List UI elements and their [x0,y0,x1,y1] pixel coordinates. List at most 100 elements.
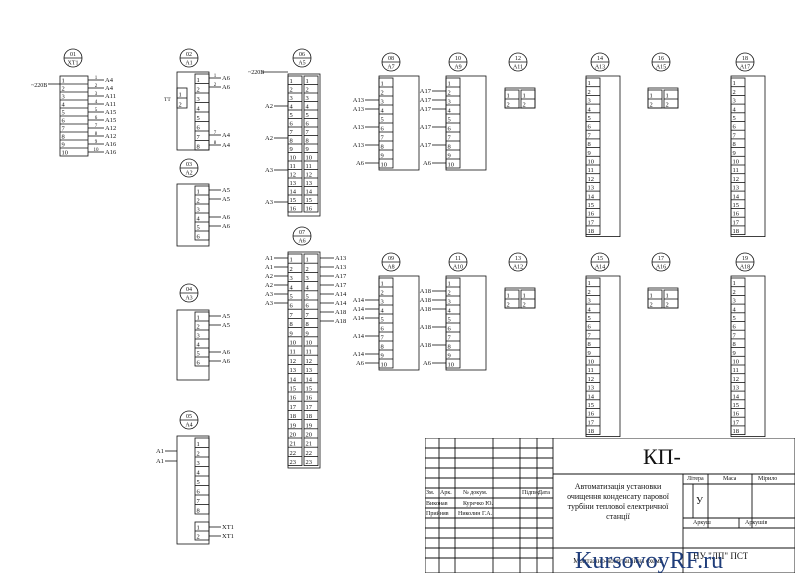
terminal-number: 7 [306,312,310,319]
terminal-number: 10 [588,159,595,166]
terminal-number: 6 [197,360,201,367]
panel-a13-number: 14 [597,56,603,62]
terminal-number: 16 [306,395,313,402]
terminal-number: 6 [306,121,310,128]
terminal-number: 3 [197,333,200,340]
terminal-number: 14 [588,393,595,400]
terminal-number: 9 [290,330,293,337]
wire-destination: XT1 [222,533,234,540]
wire-destination: A5 [222,196,230,203]
terminal-number: 4 [448,308,452,315]
panel-a18-number: 19 [742,256,748,262]
terminal-number: 8 [588,341,591,348]
wire-destination: A14 [353,297,365,304]
wire-destination: A18 [420,324,431,331]
terminal-number: 15 [290,386,297,393]
panel-a12-number: 13 [515,256,521,262]
wire-destination: A3 [265,300,273,307]
terminal-number: 4 [306,284,310,291]
terminal-number: 13 [733,385,740,392]
terminal-number: 15 [733,402,740,409]
wire-destination: A2 [265,273,273,280]
terminal-number: 23 [290,459,297,466]
terminal-number: 3 [733,98,736,105]
wire-number: 8 [95,132,98,137]
terminal-number: 1 [179,92,182,99]
terminal-number: 12 [588,376,595,383]
panel-a8-number: 09 [388,256,394,262]
terminal-number: 9 [733,150,736,157]
watermark-logo: KursovoyRF.ru [575,547,723,575]
terminal-number: 12 [733,176,740,183]
terminal-number: 10 [290,340,297,347]
terminal-number: 1 [448,81,451,88]
wire-destination: A4 [105,77,114,84]
terminal-number: 5 [588,315,591,322]
stamp-header-ark: Арк. [440,490,452,496]
terminal-number: 3 [197,96,200,103]
terminal-number: 4 [290,284,294,291]
terminal-number: 18 [733,228,740,235]
terminal-block-a6-right [303,253,319,467]
terminal-number: 4 [381,108,385,115]
stamp-title: Автоматизація установки очищення конденс… [567,482,669,521]
terminal-number: 3 [733,298,736,305]
wire-destination: A4 [105,85,114,92]
terminal-number: 4 [588,306,592,313]
stamp-header-masa: Маса [723,476,737,482]
terminal-number: 4 [197,470,201,477]
terminal-number: 2 [733,289,736,296]
terminal-number: 7 [733,332,737,339]
panel-a12-code: A12 [513,265,523,271]
stamp-sheet-name: Монтажно-комутаційна схема [573,557,663,565]
terminal-number: 10 [381,162,388,169]
terminal-number: 19 [306,422,313,429]
wire-destination: A18 [420,288,431,295]
terminal-number: 12 [733,376,740,383]
wire-destination: A17 [335,282,347,289]
terminal-number: 10 [448,162,455,169]
terminal-number: 5 [62,110,65,117]
wire-number: 7 [214,131,217,136]
terminal-number: 8 [381,144,384,151]
terminal-number: 13 [588,385,595,392]
terminal-number: 14 [733,193,740,200]
wire-number: 5 [95,108,98,113]
terminal-number: 7 [306,129,310,136]
terminal-number: 2 [197,534,200,541]
terminal-number: 2 [666,102,669,109]
wire-destination: A18 [335,309,346,316]
terminal-number: 14 [290,376,297,383]
wire-destination: A3 [265,199,273,206]
wire-destination: A6 [222,75,231,82]
terminal-number: 1 [290,257,293,264]
panel-a17-number: 18 [742,56,748,62]
terminal-number: 5 [197,115,200,122]
terminal-number: 7 [290,129,294,136]
stamp-header-arkush: Аркуш [693,520,711,526]
terminal-number: 3 [62,94,65,101]
wire-destination: A11 [105,93,116,100]
terminal-number: 5 [588,115,591,122]
terminal-number: 1 [523,293,526,300]
terminal-number: 17 [733,219,740,226]
terminal-number: 4 [381,308,385,315]
stamp-role-designer: Виконав [426,501,448,507]
panel-a2-code: A2 [185,171,192,177]
wire-destination: A18 [420,306,431,313]
terminal-number: 2 [197,87,200,94]
terminal-number: 2 [197,324,200,331]
terminal-number: 15 [588,402,595,409]
terminal-number: 11 [290,163,296,170]
terminal-number: 16 [733,211,740,218]
terminal-number: 13 [733,185,740,192]
stamp-header-litera: Літера [687,476,704,482]
terminal-number: 8 [588,141,591,148]
terminal-number: 13 [588,185,595,192]
stamp-code: КП- [643,444,681,469]
terminal-number: 16 [290,395,297,402]
terminal-number: 3 [588,98,591,105]
wire-destination: A14 [353,315,365,322]
terminal-number: 1 [197,77,200,84]
terminal-number: 8 [290,138,293,145]
